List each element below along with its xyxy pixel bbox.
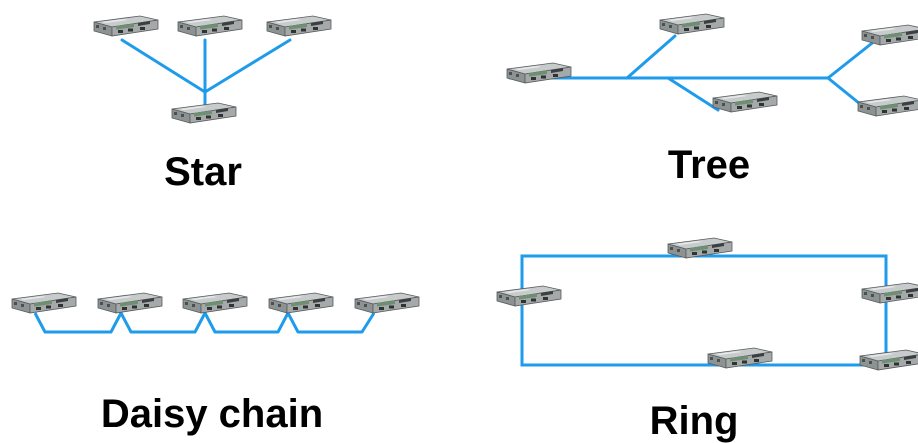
tree-device-root [506, 62, 572, 84]
daisy-device-1 [11, 292, 77, 314]
ring-label: Ring [650, 399, 739, 443]
tree-device-5 [857, 95, 918, 117]
daisy-chain-links [33, 311, 376, 334]
daisy-device-2 [97, 292, 163, 314]
tree-device-4 [861, 24, 918, 46]
ring-topology: Ring [496, 237, 918, 443]
daisy-device-4 [268, 292, 334, 314]
star-device-4 [171, 102, 237, 124]
tree-label: Tree [668, 143, 750, 187]
star-device-1 [93, 15, 159, 37]
star-label: Star [164, 150, 242, 194]
tree-topology: Tree [506, 13, 918, 187]
star-links [120, 38, 292, 110]
ring-device-right [861, 282, 918, 304]
tree-links [508, 34, 878, 114]
tree-device-2 [659, 13, 725, 35]
tree-device-3 [712, 91, 778, 113]
star-device-3 [266, 15, 332, 37]
daisy-device-5 [354, 292, 420, 314]
ring-device-left [496, 285, 562, 307]
daisy-chain-topology: Daisy chain [11, 292, 420, 436]
daisy-device-3 [182, 292, 248, 314]
ring-link [520, 254, 888, 367]
star-topology: Star [93, 15, 332, 194]
daisy-chain-label: Daisy chain [101, 392, 323, 436]
ring-device-bottom-right [859, 349, 918, 371]
star-device-2 [177, 15, 243, 37]
